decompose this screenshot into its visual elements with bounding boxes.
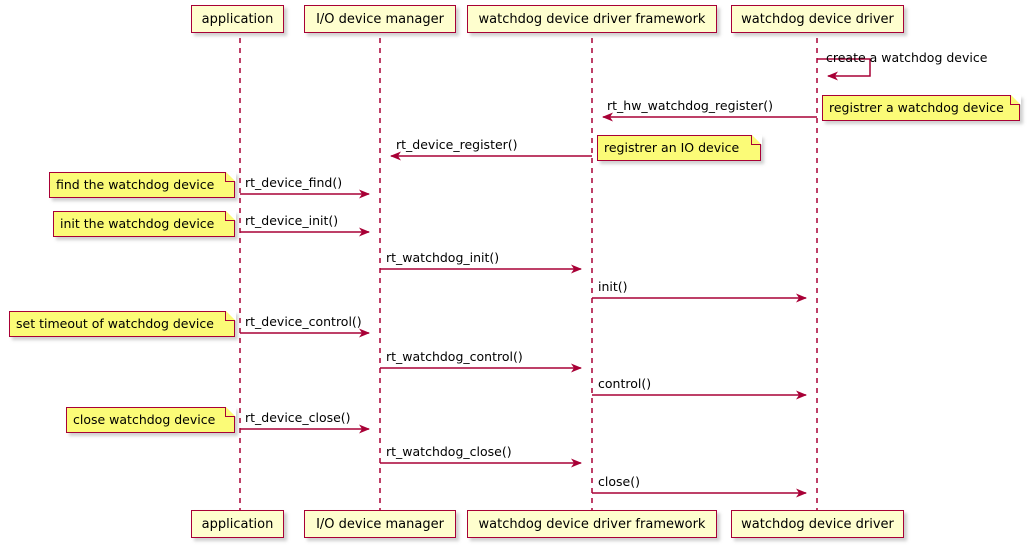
- participant-watchdog-framework-top[interactable]: watchdog device driver framework: [467, 5, 717, 33]
- note-text: registrer a watchdog device: [829, 99, 1004, 115]
- message-label-close: close(): [598, 474, 640, 489]
- note-init-the-watchdog-device: init the watchdog device: [53, 210, 236, 237]
- note-set-timeout-of-watchdog-device: set timeout of watchdog device: [9, 310, 236, 337]
- message-label-rt-hw-watchdog-register: rt_hw_watchdog_register(): [607, 98, 773, 113]
- message-label-rt-watchdog-control: rt_watchdog_control(): [386, 349, 523, 364]
- message-label-rt-watchdog-init: rt_watchdog_init(): [386, 250, 500, 265]
- message-label-rt-device-find: rt_device_find(): [245, 175, 343, 190]
- participant-watchdog-driver-bottom[interactable]: watchdog device driver: [731, 510, 904, 538]
- message-label-rt-watchdog-close: rt_watchdog_close(): [386, 444, 512, 459]
- message-label-rt-device-close: rt_device_close(): [245, 410, 351, 425]
- participant-label: watchdog device driver framework: [478, 11, 706, 27]
- participant-io-device-manager-bottom[interactable]: I/O device manager: [304, 510, 456, 538]
- note-text: init the watchdog device: [60, 215, 215, 231]
- participant-label: watchdog device driver framework: [478, 516, 706, 532]
- participant-watchdog-driver-top[interactable]: watchdog device driver: [731, 5, 904, 33]
- note-text: registrer an IO device: [604, 139, 740, 155]
- note-text: set timeout of watchdog device: [16, 315, 214, 331]
- arrow-create-watchdog-device: [817, 58, 871, 81]
- participant-label: application: [201, 516, 274, 532]
- participant-label: I/O device manager: [316, 11, 444, 27]
- note-text: find the watchdog device: [56, 176, 215, 192]
- message-label-rt-device-register: rt_device_register(): [396, 137, 518, 152]
- participant-watchdog-framework-bottom[interactable]: watchdog device driver framework: [467, 510, 717, 538]
- message-label-control: control(): [598, 376, 652, 391]
- participant-application-bottom[interactable]: application: [191, 510, 284, 538]
- message-label-rt-device-init: rt_device_init(): [245, 213, 339, 228]
- note-registrer-a-watchdog-device: registrer a watchdog device: [822, 94, 1021, 121]
- note-text: close watchdog device: [73, 411, 216, 427]
- note-close-watchdog-device: close watchdog device: [66, 406, 236, 433]
- message-label-init: init(): [598, 279, 628, 294]
- participant-application-top[interactable]: application: [191, 5, 284, 33]
- participant-io-device-manager-top[interactable]: I/O device manager: [304, 5, 456, 33]
- message-label-create-watchdog-device: create a watchdog device: [826, 50, 988, 65]
- note-find-the-watchdog-device: find the watchdog device: [49, 171, 236, 198]
- message-label-rt-device-control: rt_device_control(): [245, 314, 362, 329]
- note-registrer-an-io-device: registrer an IO device: [597, 134, 762, 161]
- participant-label: application: [201, 11, 274, 27]
- participant-label: watchdog device driver: [741, 516, 894, 532]
- participant-label: I/O device manager: [316, 516, 444, 532]
- participant-label: watchdog device driver: [741, 11, 894, 27]
